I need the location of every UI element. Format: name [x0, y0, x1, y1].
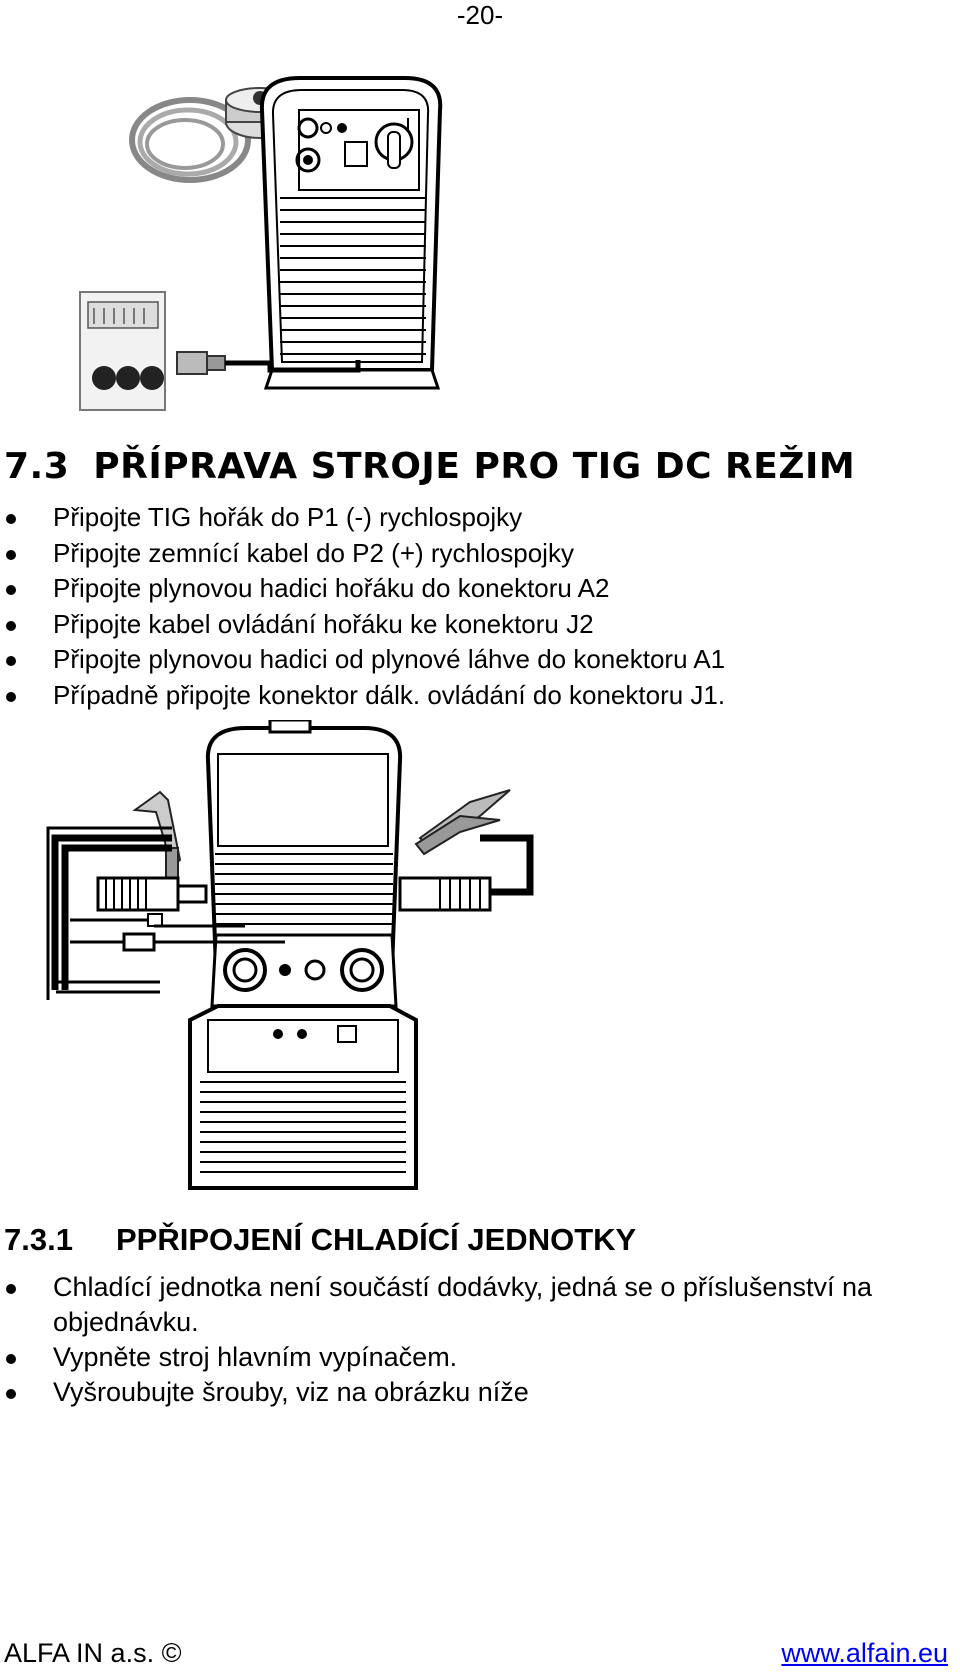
list-item-text: Připojte zemnící kabel do P2 (+) rychlos… — [53, 537, 574, 568]
list-item: Chladící jednotka není součástí dodávky,… — [0, 1270, 956, 1340]
section-heading: 7.3 PŘÍPRAVA STROJE PRO TIG DC REŽIM — [4, 446, 855, 487]
list-item-text: Chladící jednotka není součástí dodávky,… — [53, 1272, 872, 1337]
section-bullet-list: Připojte TIG hořák do P1 (-) rychlospojk… — [0, 500, 956, 713]
subsection-title: PPŘIPOJENÍ CHLADÍCÍ JEDNOTKY — [116, 1222, 637, 1257]
list-item-text: Připojte TIG hořák do P1 (-) rychlospojk… — [53, 502, 523, 532]
subsection-heading: 7.3.1 PPŘIPOJENÍ CHLADÍCÍ JEDNOTKY — [4, 1222, 636, 1258]
subsection-bullet-list: Chladící jednotka není součástí dodávky,… — [0, 1270, 956, 1410]
bullet-icon — [6, 1389, 16, 1399]
list-item: Připojte TIG hořák do P1 (-) rychlospojk… — [0, 500, 956, 536]
list-item: Připojte plynovou hadici hořáku do konek… — [0, 571, 956, 607]
bullet-icon — [6, 585, 16, 595]
machine-body — [259, 76, 443, 390]
section-title: PŘÍPRAVA STROJE PRO TIG DC REŽIM — [93, 446, 856, 487]
bullet-icon — [6, 514, 16, 524]
list-item-text: Případně připojte konektor dálk. ovládán… — [53, 679, 726, 710]
bullet-icon — [6, 549, 16, 560]
machine-front-body — [188, 720, 418, 1190]
bullet-icon — [6, 1284, 16, 1294]
list-item: Vypněte stroj hlavním vypínačem. — [0, 1340, 956, 1375]
list-item-text: Vypněte stroj hlavním vypínačem. — [53, 1342, 458, 1372]
list-item: Případně připojte konektor dálk. ovládán… — [0, 678, 956, 714]
section-number: 7.3 — [4, 446, 70, 487]
list-item: Připojte kabel ovládání hořáku ke konekt… — [0, 607, 956, 643]
footer-company: ALFA IN a.s. © — [4, 1638, 182, 1668]
bullet-icon — [6, 620, 16, 631]
list-item-text: Připojte plynovou hadici hořáku do konek… — [53, 573, 610, 603]
list-item: Vyšroubujte šrouby, viz na obrázku níže — [0, 1375, 956, 1410]
bullet-icon — [6, 1354, 16, 1364]
list-item-text: Vyšroubujte šrouby, viz na obrázku níže — [53, 1377, 529, 1407]
page-number: -20- — [456, 0, 504, 30]
subsection-number: 7.3.1 — [4, 1222, 73, 1257]
figure-machine-rear — [79, 76, 443, 411]
ground-clamp-illustration — [414, 789, 511, 856]
list-item-text: Připojte kabel ovládání hořáku ke konekt… — [53, 608, 594, 639]
bullet-icon — [6, 691, 16, 702]
bullet-icon — [6, 656, 16, 666]
figure-machine-front — [46, 720, 534, 1190]
list-item-text: Připojte plynovou hadici od plynové láhv… — [53, 644, 726, 674]
footer-website-link[interactable]: www.alfain.eu — [781, 1638, 948, 1668]
list-item: Připojte plynovou hadici od plynové láhv… — [0, 642, 956, 678]
power-socket-illustration — [79, 291, 226, 411]
list-item: Připojte zemnící kabel do P2 (+) rychlos… — [0, 536, 956, 572]
